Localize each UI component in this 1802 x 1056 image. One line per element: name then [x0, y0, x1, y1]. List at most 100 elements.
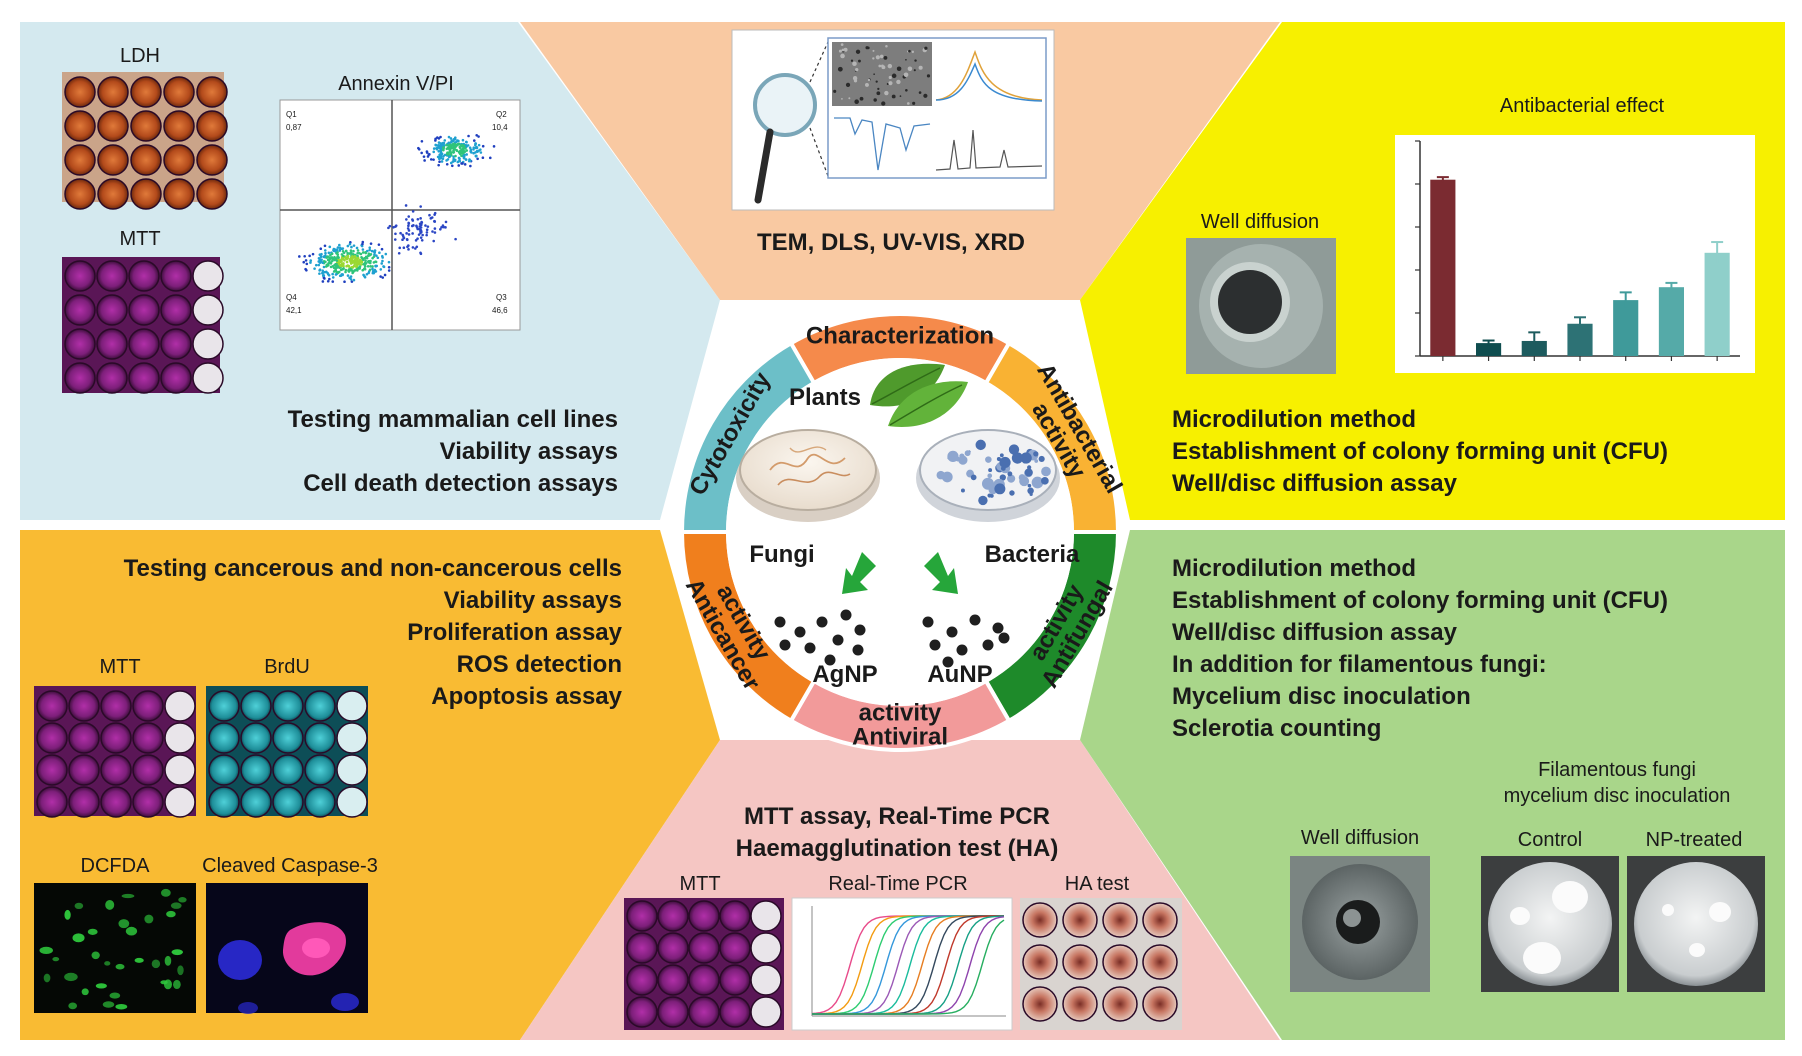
flow-event — [373, 253, 376, 256]
tem-particle — [908, 49, 911, 53]
flow-event — [361, 258, 365, 262]
antibacterial-line-1: Microdilution method — [1172, 406, 1416, 433]
flow-event — [416, 217, 420, 221]
flow-event — [370, 249, 374, 253]
fluorescent-cell — [125, 926, 138, 936]
plate-well — [626, 900, 658, 932]
flow-event — [346, 274, 350, 277]
bacteria-colony — [1031, 476, 1044, 489]
flow-event — [394, 232, 397, 236]
flow-event — [407, 248, 410, 251]
flow-event — [448, 146, 452, 149]
tem-particle — [854, 99, 859, 104]
fluorescent-cell — [81, 988, 89, 996]
antiviral-line-2: Haemagglutination test (HA) — [736, 835, 1059, 862]
flow-event — [380, 247, 384, 251]
bacteria-colony — [970, 474, 977, 481]
tem-particle — [907, 66, 913, 72]
flow-event — [368, 261, 372, 265]
flow-event — [346, 256, 350, 260]
bacteria-colony — [989, 494, 994, 498]
fluorescent-cell — [72, 933, 85, 943]
nanoparticle — [824, 654, 836, 666]
plate-well — [1022, 986, 1058, 1022]
flow-event — [439, 227, 442, 231]
tem-particle — [884, 90, 889, 96]
tem-particle — [855, 49, 861, 54]
plate-well — [128, 328, 160, 360]
flow-event — [457, 139, 460, 143]
flow-event — [371, 265, 374, 268]
flow-event — [458, 159, 462, 163]
flow-event — [371, 267, 374, 271]
flow-event — [305, 262, 309, 266]
flow-event — [348, 242, 352, 246]
tem-particle — [896, 66, 902, 72]
filamentous-title-2: mycelium disc inoculation — [1504, 785, 1731, 807]
plate-well — [1142, 944, 1178, 980]
tem-particle — [924, 46, 928, 50]
flow-event — [355, 246, 359, 250]
flow-event — [338, 243, 341, 247]
flow-event — [358, 267, 361, 270]
tem-particle — [865, 46, 869, 50]
tem-particle — [918, 65, 923, 70]
flow-event — [338, 246, 342, 250]
flow-event — [433, 231, 437, 234]
plate-well — [719, 932, 751, 964]
ha-plate-image — [1020, 898, 1182, 1030]
flow-event — [302, 260, 306, 264]
plate-well — [1102, 902, 1138, 938]
flow-event — [433, 227, 437, 230]
flow-event — [388, 224, 392, 228]
plate-well — [336, 754, 368, 786]
flow-event — [442, 225, 445, 229]
flow-event — [364, 259, 367, 263]
arrow-down-left-icon — [842, 552, 876, 594]
flow-event — [308, 254, 311, 258]
plate-well — [128, 260, 160, 292]
flow-event — [437, 143, 440, 147]
mtt-plate-image-cytotoxicity — [62, 257, 224, 394]
anticancer-line-1: Testing cancerous and non-cancerous cell… — [124, 555, 622, 582]
fluorescent-cell — [118, 919, 130, 929]
flow-event — [445, 143, 448, 147]
plate-well — [272, 722, 304, 754]
flow-event — [335, 248, 339, 252]
flow-event — [440, 225, 443, 229]
flow-event — [331, 276, 335, 279]
bacteria-colony — [1024, 468, 1033, 477]
fluorescent-cell — [173, 979, 181, 990]
flow-event — [374, 260, 378, 264]
tem-particle — [867, 78, 871, 82]
flow-event — [381, 276, 385, 279]
flow-event — [352, 249, 355, 253]
flow-event — [350, 261, 353, 264]
fluorescent-cell — [105, 899, 115, 910]
mtt-label-anticancer: MTT — [99, 656, 140, 678]
plate-well — [626, 964, 658, 996]
flow-event — [417, 148, 421, 151]
flow-event — [305, 268, 308, 272]
tem-particle — [875, 55, 880, 60]
tem-particle — [852, 76, 858, 81]
bacteria-colony — [981, 477, 994, 490]
fluorescent-cell — [87, 928, 98, 935]
flow-event — [449, 144, 452, 147]
flow-event — [425, 231, 429, 234]
flow-event — [420, 221, 424, 224]
flow-event — [317, 263, 321, 267]
flow-event — [322, 265, 326, 269]
nanoparticle — [969, 614, 981, 626]
tem-particle — [858, 59, 861, 63]
flow-event — [454, 154, 457, 158]
flow-event — [330, 256, 334, 259]
plate-well — [657, 932, 689, 964]
fluorescent-cell — [115, 963, 125, 970]
bacteria-colony — [978, 495, 988, 506]
flow-event — [460, 154, 463, 158]
bacteria-colony — [1029, 492, 1033, 496]
nanoparticle — [992, 622, 1004, 634]
fluorescent-cell — [115, 1003, 128, 1010]
